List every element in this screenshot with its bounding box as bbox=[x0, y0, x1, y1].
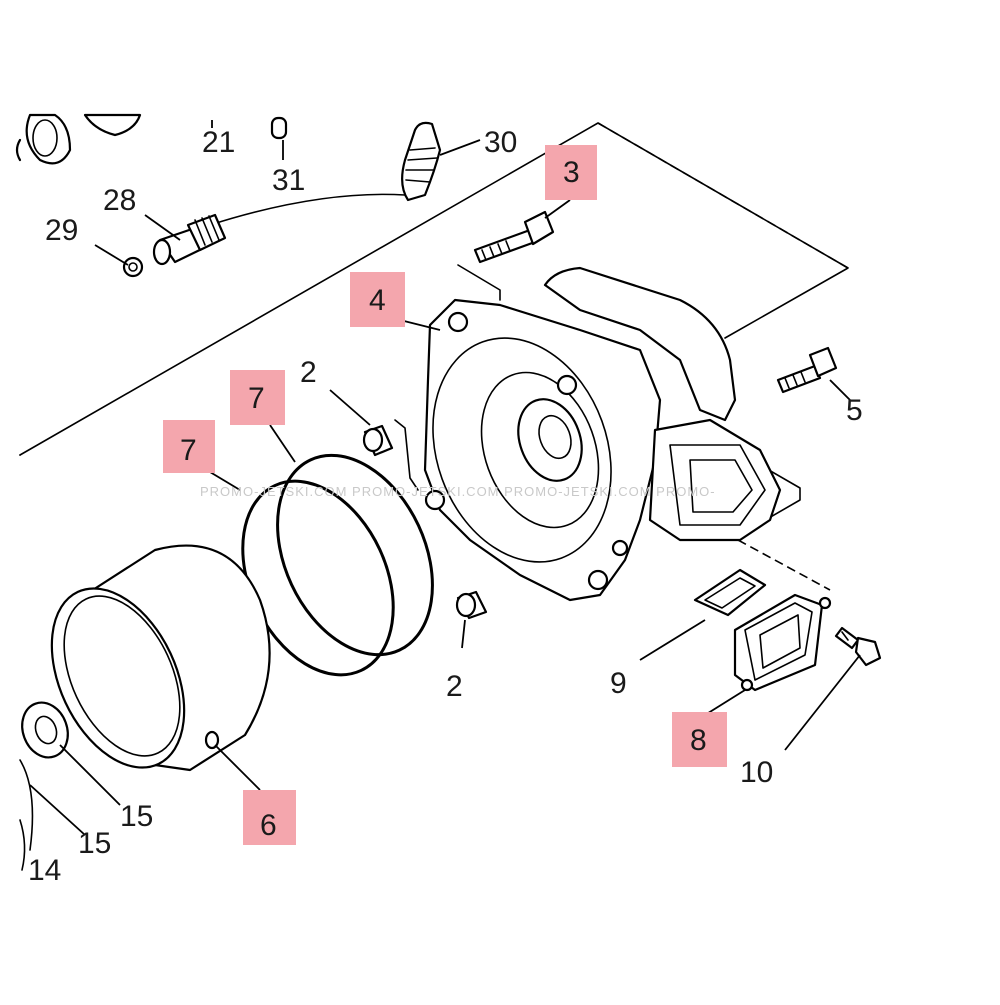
callout-3: 3 bbox=[563, 156, 580, 189]
callout-8: 8 bbox=[690, 724, 707, 757]
part-6-liner bbox=[50, 544, 271, 772]
callout-8-highlight bbox=[672, 712, 727, 767]
part-2-dowel-lower bbox=[455, 590, 488, 620]
callout-31: 31 bbox=[272, 164, 305, 197]
part-29-clamp bbox=[122, 256, 144, 278]
callout-10: 10 bbox=[740, 756, 773, 789]
callout-2-lower: 2 bbox=[446, 670, 463, 703]
assembly-boundary bbox=[19, 122, 849, 456]
callout-28: 28 bbox=[103, 184, 136, 217]
callout-4: 4 bbox=[369, 284, 386, 317]
part-31-pin bbox=[270, 116, 288, 140]
part-14-ring-fragment bbox=[19, 759, 34, 871]
part-5-bolt bbox=[776, 346, 838, 394]
part-21-fragment bbox=[15, 113, 142, 165]
callout-2-upper: 2 bbox=[300, 356, 317, 389]
callout-5: 5 bbox=[846, 394, 863, 427]
callout-15-lower: 15 bbox=[78, 827, 111, 860]
callout-6-highlight bbox=[243, 790, 296, 845]
callout-21: 21 bbox=[202, 126, 235, 159]
leader-lines bbox=[29, 120, 861, 836]
watermark-text: PROMO-JETSKI.COM PROMO-JETSKI.COM PROMO-… bbox=[200, 484, 716, 499]
part-9-gasket bbox=[693, 568, 767, 617]
part-3-bolt bbox=[473, 210, 555, 264]
callout-7-upper: 7 bbox=[248, 382, 265, 415]
part-7-o-ring-rear bbox=[276, 453, 434, 657]
part-2-dowel-upper bbox=[362, 424, 394, 457]
callout-7a-highlight bbox=[230, 370, 285, 425]
callout-7-lower: 7 bbox=[180, 434, 197, 467]
callout-30: 30 bbox=[484, 126, 517, 159]
callout-9: 9 bbox=[610, 667, 627, 700]
part-8-cover bbox=[733, 593, 832, 692]
callout-4-highlight bbox=[350, 272, 405, 327]
callout-6: 6 bbox=[260, 809, 277, 842]
part-10-bolt bbox=[834, 626, 882, 667]
part-15-seal bbox=[21, 701, 69, 759]
callout-15-upper: 15 bbox=[120, 800, 153, 833]
part-4-housing bbox=[423, 266, 782, 602]
callout-labels: 21 31 30 28 29 3 4 2 5 7 7 2 9 8 10 6 15… bbox=[28, 126, 863, 887]
callout-14: 14 bbox=[28, 854, 61, 887]
callout-7b-highlight bbox=[163, 420, 215, 473]
callout-29: 29 bbox=[45, 214, 78, 247]
callout-3-highlight bbox=[545, 145, 597, 200]
part-28-fitting bbox=[152, 213, 227, 266]
part-30-hose bbox=[209, 121, 442, 226]
